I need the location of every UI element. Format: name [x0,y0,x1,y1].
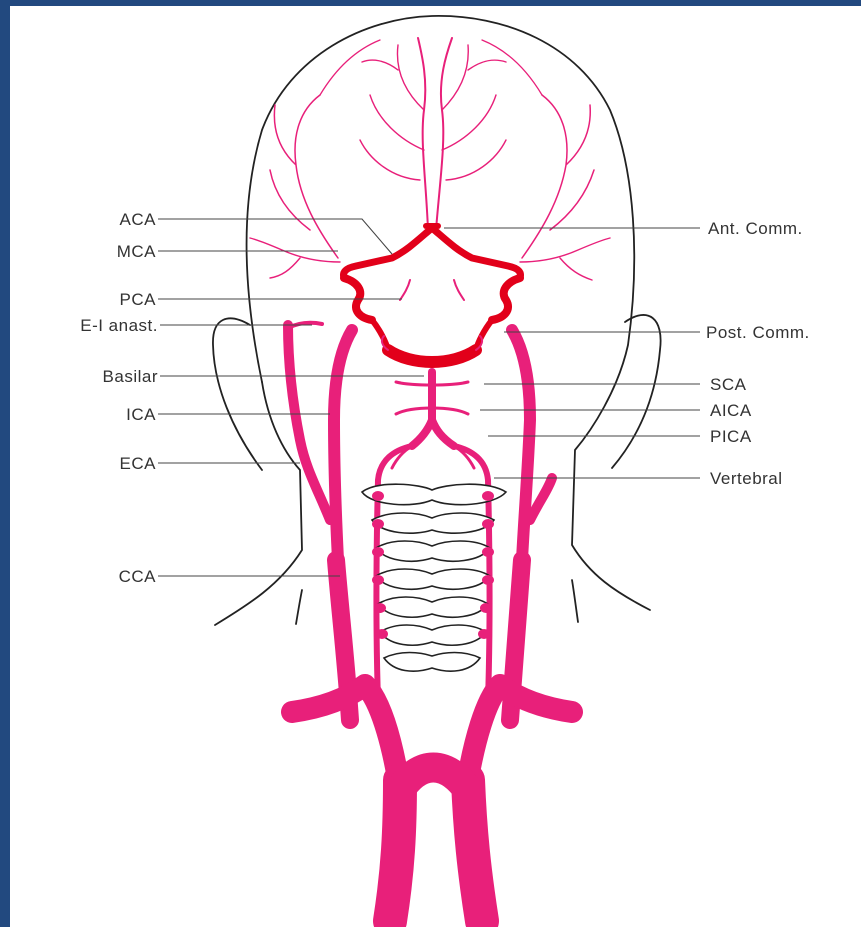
label-mca: MCA [117,242,156,261]
circle-of-willis [344,226,521,362]
great-vessels [288,323,572,921]
vertebra-c2 [372,513,494,533]
left-jaw-neck-outline [215,382,302,625]
right-neck-line [572,580,578,622]
basilar-tip-pca [388,350,476,362]
left-aca-segment [344,228,433,278]
left-ica-path [334,330,352,560]
vertebra-c7 [384,653,480,672]
label-vertebral: Vertebral [710,469,783,488]
label-sca: SCA [710,375,747,394]
arterial-anatomy-diagram: ACA MCA PCA E-I anast. Basilar ICA ECA C… [10,6,861,927]
label-eca: ECA [120,454,157,473]
left-eca-path [288,325,330,520]
right-mca-root [492,278,520,320]
vertebra-c6 [380,625,486,645]
diagram-canvas: ACA MCA PCA E-I anast. Basilar ICA ECA C… [10,6,861,927]
vertebra-c5 [378,597,488,617]
right-ica-path [512,330,530,560]
left-labels: ACA MCA PCA E-I anast. Basilar ICA ECA C… [80,210,158,586]
label-ei-anast: E-I anast. [80,316,158,335]
label-cca: CCA [119,567,157,586]
label-pica: PICA [710,427,752,446]
label-pca: PCA [120,290,157,309]
label-basilar: Basilar [103,367,158,386]
cortical-branches [250,38,610,280]
vertebra-c3 [376,541,490,561]
label-aica: AICA [710,401,752,420]
vertebra-c4 [376,569,490,589]
right-ear [612,315,661,468]
leader-aca [158,219,392,254]
cervical-vertebrae [362,484,506,671]
right-labels: Ant. Comm. Post. Comm. SCA AICA PICA Ver… [706,219,810,488]
left-subclavian [292,685,400,790]
left-neck-line [296,590,302,624]
label-post-comm: Post. Comm. [706,323,810,342]
aortic-arch [400,768,468,791]
vertebral-confluence [412,420,454,446]
right-eca-path [530,478,552,520]
label-ica: ICA [126,405,156,424]
head-outline [213,16,661,625]
right-aca-segment [432,228,521,278]
label-aca: ACA [120,210,157,229]
label-ant-comm: Ant. Comm. [708,219,803,238]
